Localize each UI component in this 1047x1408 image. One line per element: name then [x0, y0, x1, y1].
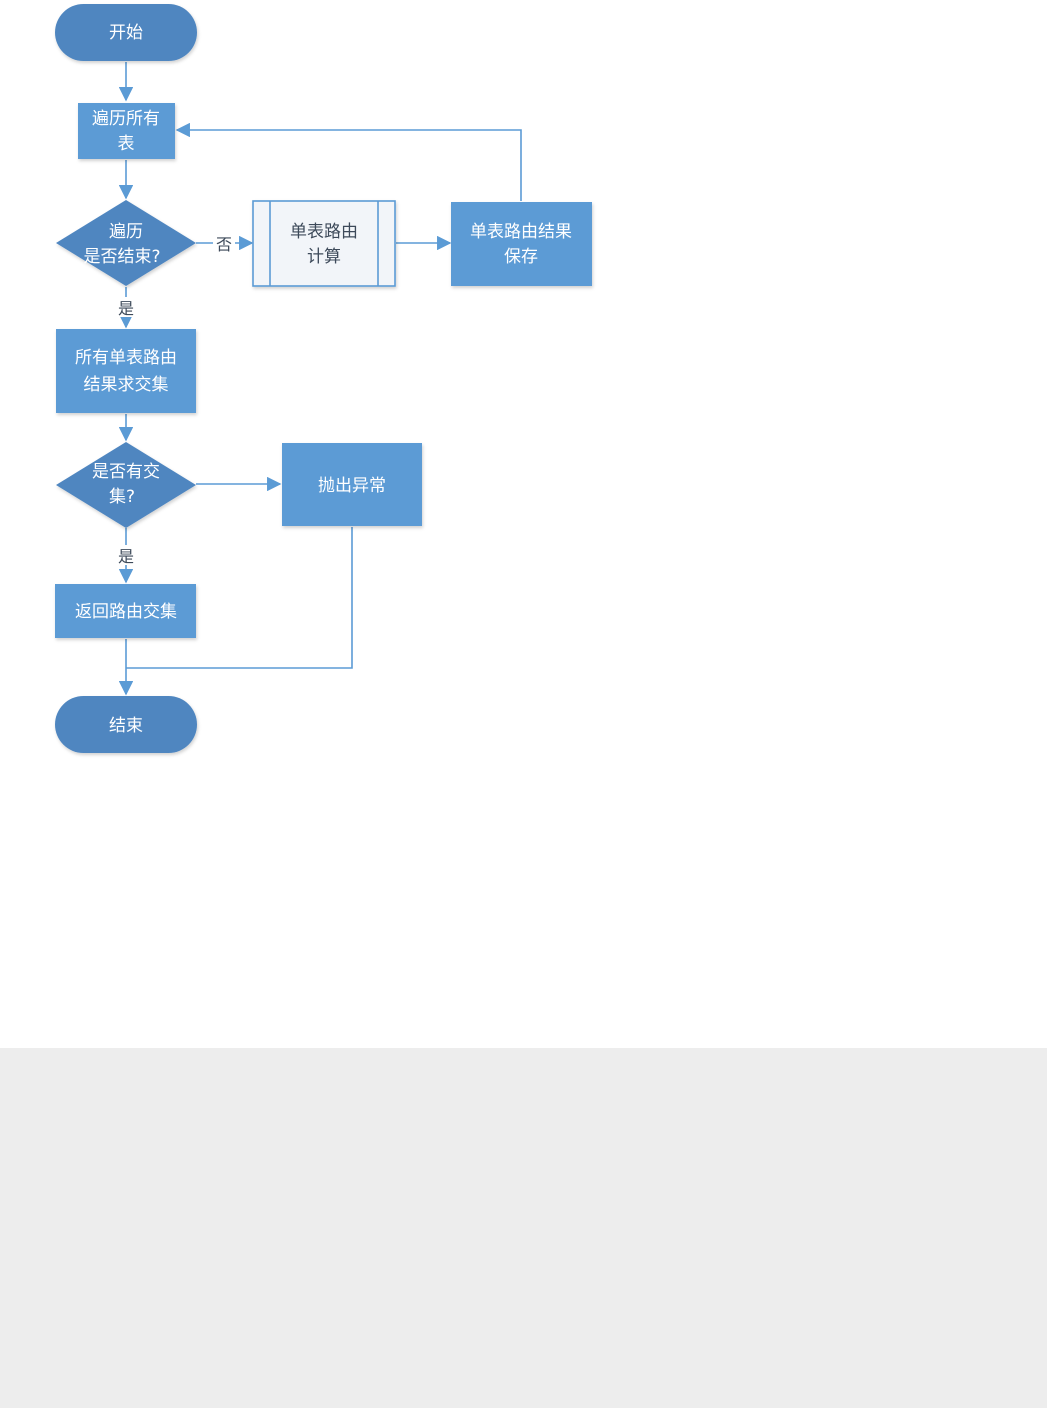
edge-throw-end: [126, 527, 353, 669]
node-intersect: 所有单表路由 结果求交集: [56, 329, 196, 413]
calc-label-line2: 计算: [307, 247, 341, 267]
node-check-intersect: 是否有交 集?: [56, 442, 196, 528]
return-label: 返回路由交集: [75, 602, 177, 622]
check-end-shape: [56, 200, 196, 286]
iterate-label-line2: 表: [118, 134, 135, 154]
throw-label: 抛出异常: [318, 476, 386, 496]
edge-label-yes1: 是: [118, 299, 134, 318]
save-shape: [451, 202, 592, 286]
edge-label-no: 否: [216, 235, 232, 254]
start-label: 开始: [109, 23, 143, 43]
check-end-label-line2: 是否结束?: [83, 247, 160, 267]
node-return: 返回路由交集: [55, 584, 196, 638]
node-end: 结束: [55, 696, 197, 753]
node-calc: 单表路由 计算: [252, 200, 396, 287]
iterate-label-line1: 遍历所有: [92, 109, 160, 129]
throw-shape: [282, 443, 422, 526]
start-shape: [55, 4, 197, 61]
node-check-end: 遍历 是否结束?: [56, 200, 196, 286]
check-end-label-line1: 遍历: [109, 222, 143, 242]
calc-shape: [252, 200, 396, 287]
intersect-label-line1: 所有单表路由: [75, 348, 177, 368]
bottom-panel: [0, 1048, 1047, 1408]
return-shape: [55, 584, 196, 638]
edge-label-yes2-bg: [115, 545, 137, 565]
edge-label-no-bg: [213, 233, 235, 253]
save-label-line1: 单表路由结果: [470, 222, 572, 242]
check-intersect-label-line2: 集?: [109, 487, 135, 507]
check-intersect-shape: [56, 442, 196, 528]
intersect-label-line2: 结果求交集: [84, 375, 169, 395]
calc-label-line1: 单表路由: [290, 222, 358, 242]
flowchart: 否 是 是 开始 遍历所有 表 遍历 是否结束? 单表路由 计算 单表路由结果 …: [55, 4, 592, 753]
edge-label-yes2: 是: [118, 547, 134, 566]
iterate-shape: [78, 103, 175, 159]
node-throw: 抛出异常: [282, 443, 422, 526]
node-save: 单表路由结果 保存: [451, 202, 592, 286]
save-label-line2: 保存: [504, 247, 538, 267]
node-start: 开始: [55, 4, 197, 61]
edge-save-iterate: [175, 122, 522, 201]
node-iterate: 遍历所有 表: [78, 103, 175, 159]
intersect-shape: [56, 329, 196, 413]
end-label: 结束: [109, 716, 143, 736]
check-intersect-label-line1: 是否有交: [92, 462, 160, 482]
end-shape: [55, 696, 197, 753]
edge-label-yes1-bg: [115, 297, 137, 317]
